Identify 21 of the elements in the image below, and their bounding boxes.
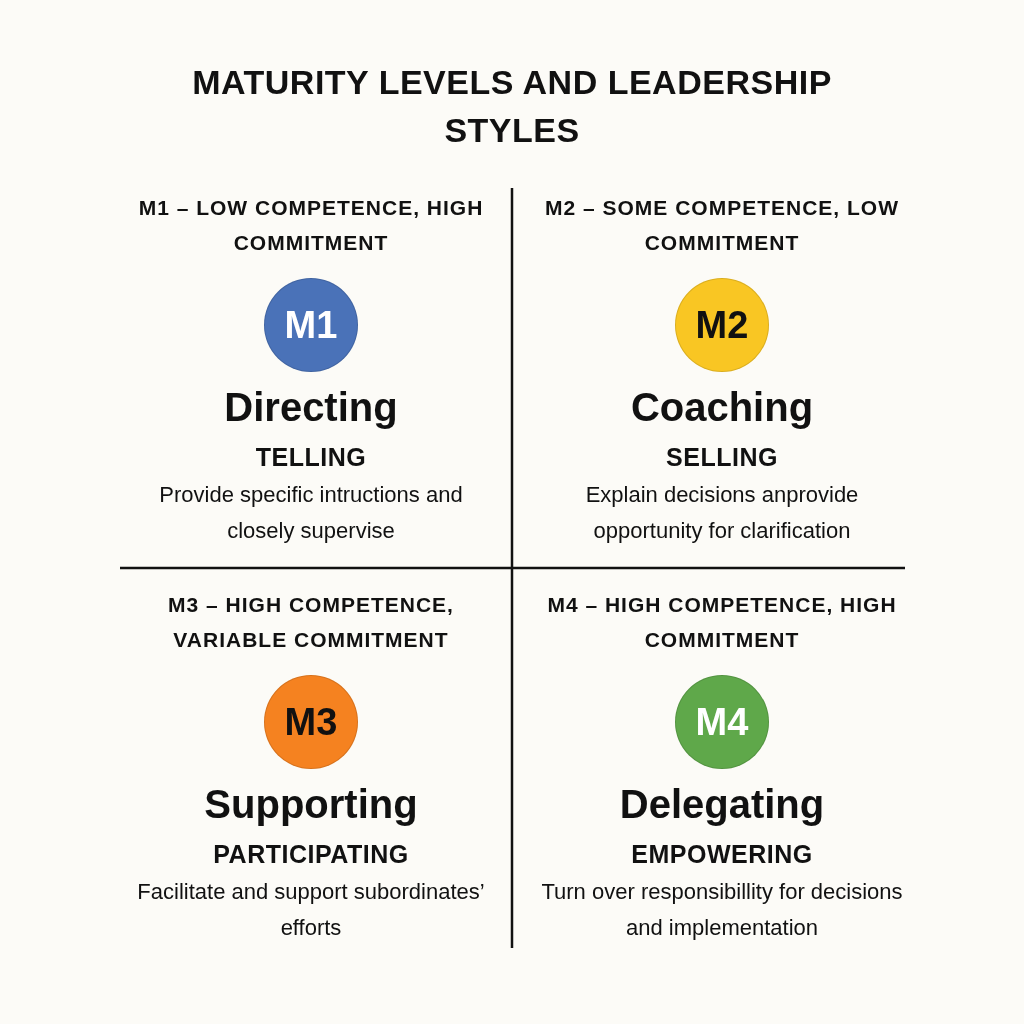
style-description: Facilitate and support subordinates’ efforts	[136, 878, 486, 942]
diagram-title: MATURITY LEVELS AND LEADERSHIP STYLES	[191, 62, 833, 151]
style-name: Coaching	[629, 384, 815, 431]
level-circle: M4	[675, 675, 769, 769]
level-circle: M1	[264, 278, 358, 372]
style-name: Directing	[223, 384, 399, 431]
style-name: Supporting	[203, 781, 419, 828]
level-heading: M2 – SOME COMPETENCE, LOW COMMITMENT	[544, 195, 900, 256]
style-alias: PARTICIPATING	[212, 839, 410, 870]
level-circle: M3	[264, 675, 358, 769]
style-alias: TELLING	[254, 442, 368, 473]
style-description: Turn over responsibillity for decisions and implementation	[540, 878, 904, 942]
level-circle: M2	[675, 278, 769, 372]
style-name: Delegating	[618, 781, 826, 828]
level-heading: M3 – HIGH COMPETENCE, VARIABLE COMMITMENT	[167, 592, 455, 653]
style-alias: EMPOWERING	[630, 839, 814, 870]
level-heading: M4 – HIGH COMPETENCE, HIGH COMMITMENT	[546, 592, 898, 653]
level-heading: M1 – LOW COMPETENCE, HIGH COMMITMENT	[137, 195, 485, 256]
style-description: Explain decisions anprovide opportunity for clarification	[584, 481, 860, 545]
style-description: Provide specific intructions and closely supervise	[158, 481, 464, 545]
style-alias: SELLING	[665, 442, 779, 473]
